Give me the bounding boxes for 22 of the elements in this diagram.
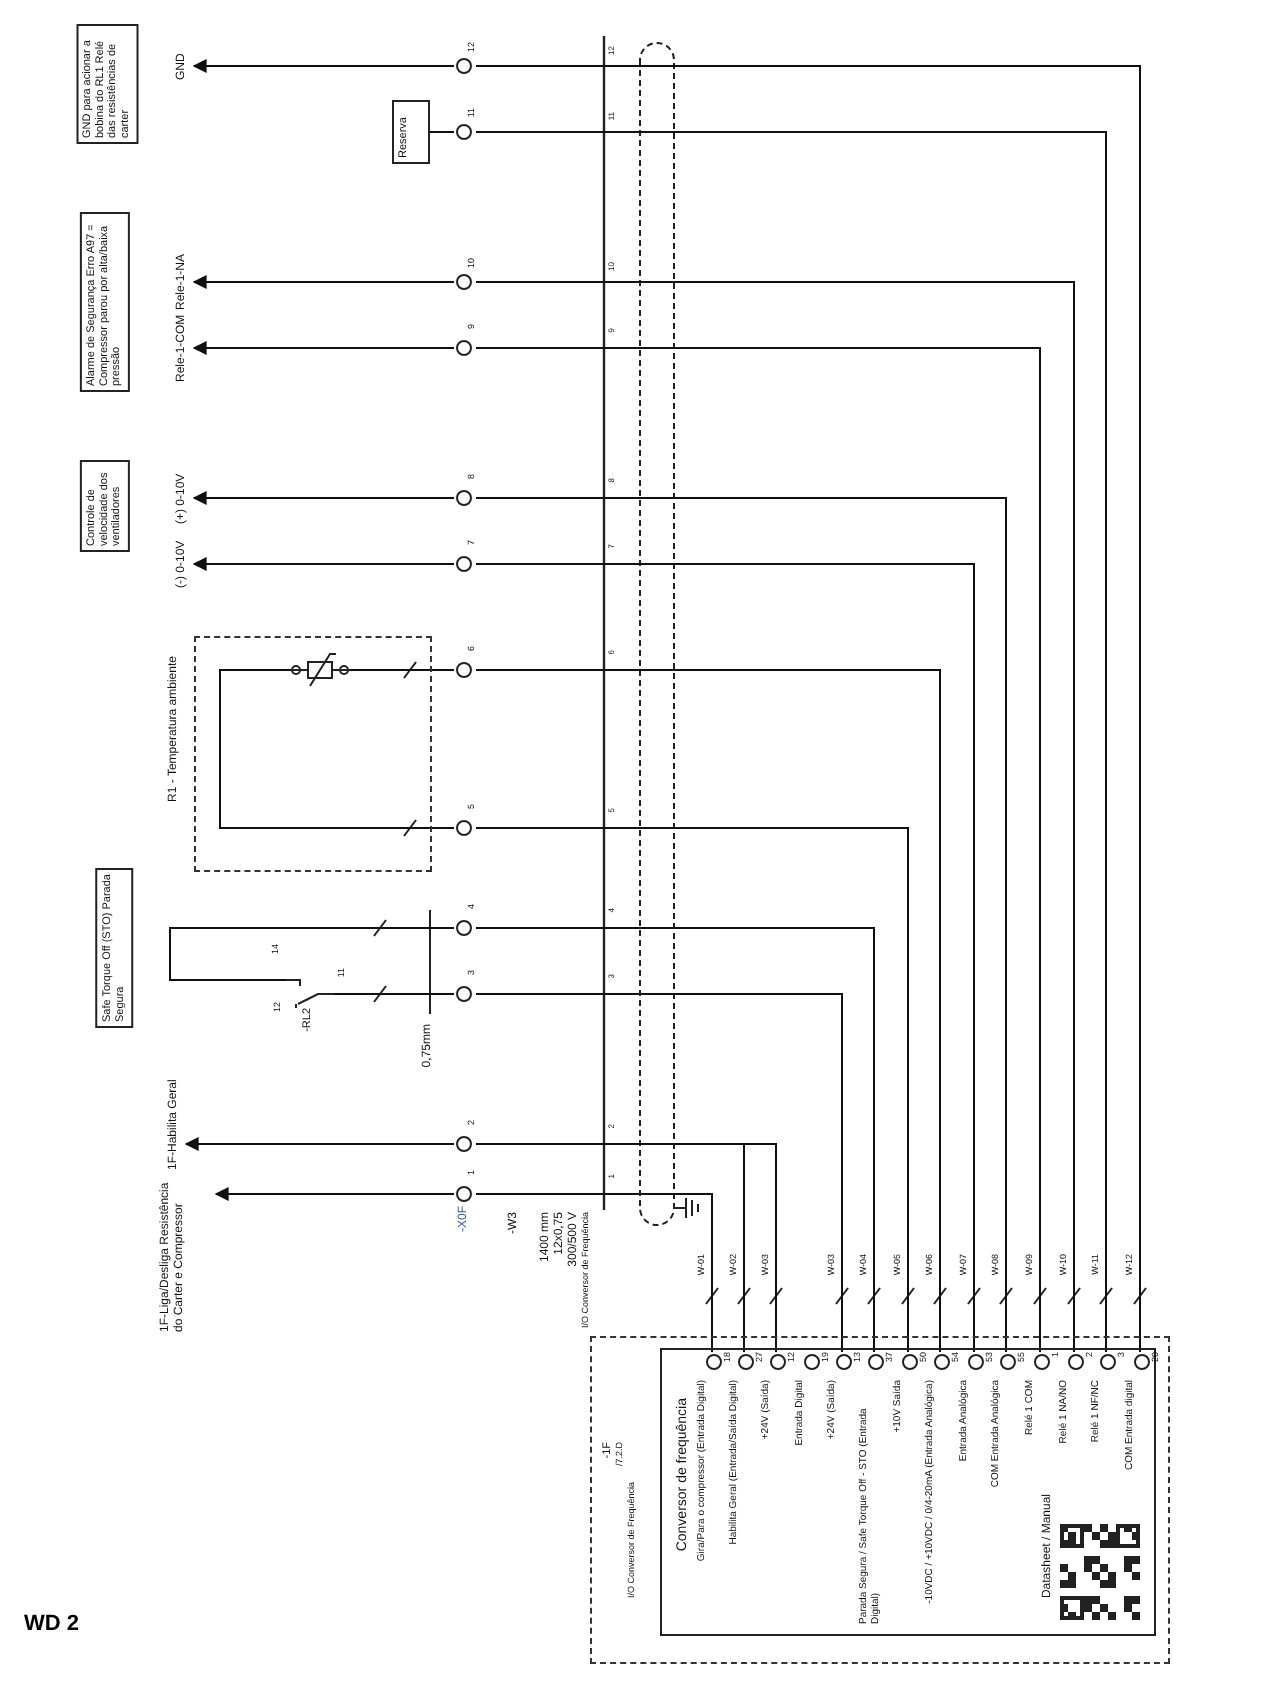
arrow [192,341,455,355]
wire [429,131,455,133]
wire [475,993,843,1353]
device-panel [660,1348,1156,1636]
wire [169,927,455,981]
wire [219,669,455,829]
dashed-enclosure [590,1336,1170,1664]
qr-code [1060,1524,1140,1620]
arrow [192,491,455,505]
wire [349,669,455,671]
arrow [192,275,455,289]
wire [333,993,455,995]
arrow [192,59,455,73]
arrow [192,557,455,571]
wire [475,1193,713,1353]
wire [475,827,909,1353]
arrow [214,1187,455,1201]
arrow [184,1137,455,1151]
sheet-label: WD 2 [24,1612,79,1636]
wire [475,669,941,1353]
thermistor-symbol [290,652,350,688]
wire [475,927,875,1353]
